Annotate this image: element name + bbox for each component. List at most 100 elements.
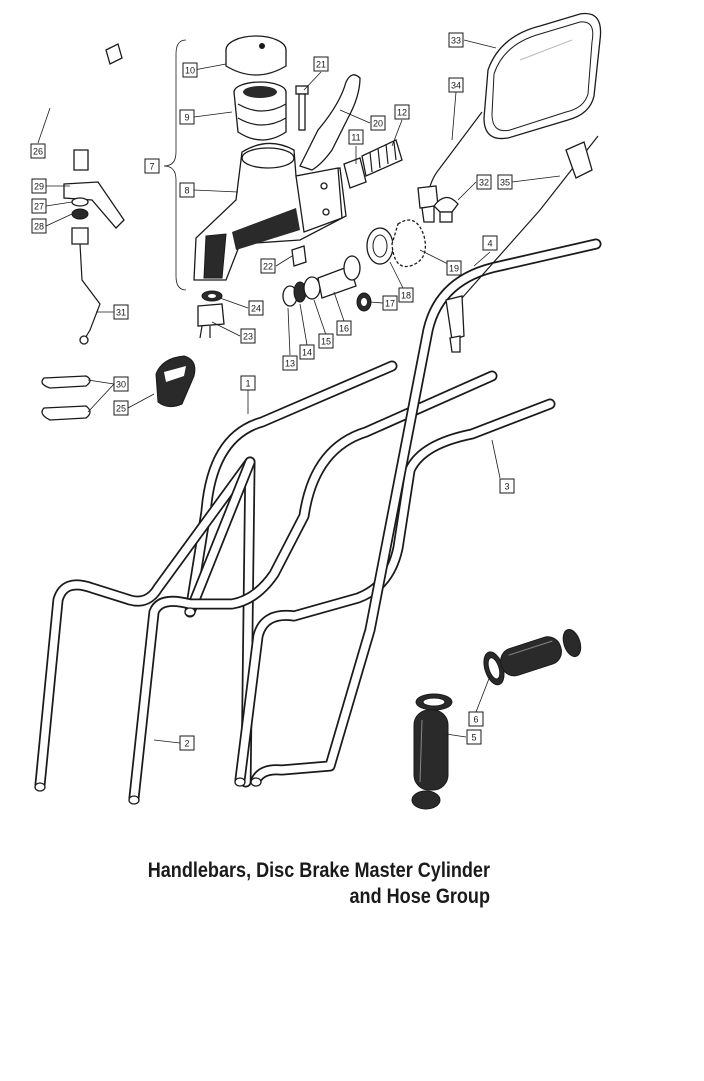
brake-lever-20 xyxy=(299,74,361,171)
callout-19: 19 xyxy=(446,260,462,276)
callout-box xyxy=(448,32,464,48)
callout-label: 26 xyxy=(33,147,43,157)
callout-3: 3 xyxy=(499,478,515,494)
diagram-caption: Handlebars, Disc Brake Master Cylinder a… xyxy=(69,858,490,910)
callout-layer: 1234567891011121314151617181920212223242… xyxy=(30,32,515,751)
callout-22: 22 xyxy=(260,258,276,274)
callout-label: 11 xyxy=(351,133,360,143)
callout-7: 7 xyxy=(144,158,160,174)
brake-hose-26 xyxy=(28,34,123,171)
callout-label: 2 xyxy=(184,739,189,749)
boot-25 xyxy=(155,355,196,408)
callout-box xyxy=(394,104,410,120)
callout-label: 4 xyxy=(487,239,492,249)
stop-switch-23-24 xyxy=(197,290,225,339)
callout-label: 29 xyxy=(34,182,44,192)
callout-box xyxy=(240,375,256,391)
callout-box xyxy=(382,295,398,311)
callout-box xyxy=(282,355,298,371)
callout-label: 34 xyxy=(451,81,461,91)
callout-box xyxy=(299,344,315,360)
callout-label: 7 xyxy=(149,162,154,172)
handlebar-2 xyxy=(128,370,498,804)
callout-box xyxy=(318,333,334,349)
callout-label: 15 xyxy=(321,337,331,347)
callout-box xyxy=(448,77,464,93)
caption-line-1: Handlebars, Disc Brake Master Cylinder xyxy=(147,859,490,882)
callout-label: 8 xyxy=(184,186,189,196)
callout-box xyxy=(240,328,256,344)
callout-box xyxy=(468,711,484,727)
callout-label: 24 xyxy=(251,304,261,314)
clip-30 xyxy=(41,375,91,421)
callout-box xyxy=(113,400,129,416)
callout-25: 25 xyxy=(113,400,129,416)
callout-box xyxy=(499,478,515,494)
reservoir-cap-10 xyxy=(225,35,287,76)
callout-11: 11 xyxy=(348,129,364,145)
callout-30: 30 xyxy=(113,376,129,392)
handgrip-6 xyxy=(483,628,582,686)
callout-label: 23 xyxy=(243,332,253,342)
callout-12: 12 xyxy=(394,104,410,120)
callout-box xyxy=(466,729,482,745)
callout-box xyxy=(446,260,462,276)
callout-17: 17 xyxy=(382,295,398,311)
callout-26: 26 xyxy=(30,143,46,159)
callout-box xyxy=(144,158,160,174)
callout-box xyxy=(31,218,47,234)
mirror-33 xyxy=(483,12,602,140)
callout-29: 29 xyxy=(31,178,47,194)
callout-box xyxy=(31,198,47,214)
master-cylinder-body-8 xyxy=(193,142,347,281)
callout-box xyxy=(248,300,264,316)
callout-label: 5 xyxy=(471,733,476,743)
callout-8: 8 xyxy=(179,182,195,198)
banjo-fitting-11-12 xyxy=(343,139,403,189)
callout-box xyxy=(179,182,195,198)
callout-label: 9 xyxy=(184,113,189,123)
brake-pipe-31 xyxy=(79,243,101,345)
callout-box xyxy=(348,129,364,145)
callout-24: 24 xyxy=(248,300,264,316)
callout-label: 17 xyxy=(385,299,395,309)
callout-label: 14 xyxy=(302,348,312,358)
callout-box xyxy=(398,287,414,303)
callout-35: 35 xyxy=(497,174,513,190)
callout-label: 31 xyxy=(116,308,126,318)
callout-27: 27 xyxy=(31,198,47,214)
callout-box xyxy=(113,376,129,392)
callout-21: 21 xyxy=(313,56,329,72)
diaphragm-9 xyxy=(233,81,287,141)
mirror-stem-34 xyxy=(417,111,483,223)
piston-assembly xyxy=(282,219,427,312)
group-7-brace xyxy=(163,39,187,291)
callout-9: 9 xyxy=(179,109,195,125)
callout-label: 20 xyxy=(373,119,383,129)
callout-label: 1 xyxy=(245,379,250,389)
callout-box xyxy=(482,235,498,251)
callout-box xyxy=(113,304,129,320)
mirror-stem-35 xyxy=(445,135,599,353)
caption-line-2: and Hose Group xyxy=(349,885,490,908)
callout-label: 16 xyxy=(339,324,349,334)
callout-4: 4 xyxy=(482,235,498,251)
callout-box xyxy=(182,62,198,78)
callout-label: 6 xyxy=(473,715,478,725)
callout-label: 33 xyxy=(451,36,461,46)
tube-ends xyxy=(34,607,262,805)
callout-15: 15 xyxy=(318,333,334,349)
callout-box xyxy=(313,56,329,72)
handlebar-1 xyxy=(34,360,398,791)
callout-box xyxy=(260,258,276,274)
callout-label: 18 xyxy=(401,291,411,301)
callout-box xyxy=(31,178,47,194)
callout-box xyxy=(179,735,195,751)
callout-34: 34 xyxy=(448,77,464,93)
callout-box xyxy=(370,115,386,131)
callout-18: 18 xyxy=(398,287,414,303)
callout-13: 13 xyxy=(282,355,298,371)
callout-32: 32 xyxy=(476,174,492,190)
handgrip-5 xyxy=(411,693,453,810)
